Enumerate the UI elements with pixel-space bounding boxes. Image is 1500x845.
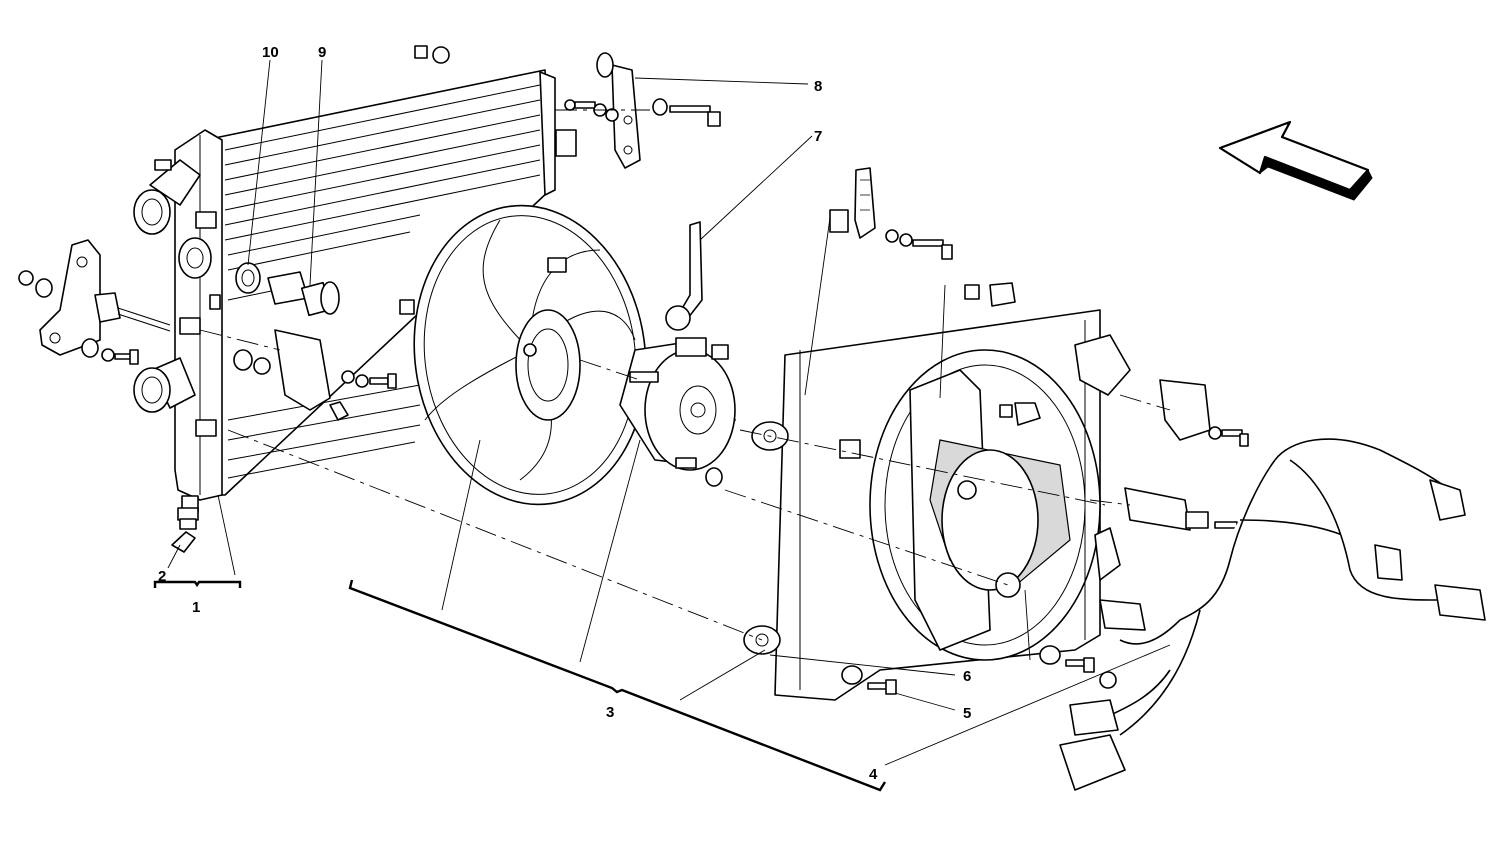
assembly-guide-lines <box>199 109 1171 641</box>
wiring-harness <box>1059 438 1486 791</box>
group-bracket-1 <box>153 580 242 588</box>
shroud-clips <box>964 282 1016 307</box>
motor-bracket <box>665 221 703 331</box>
left-mounting-bracket <box>18 239 171 365</box>
temperature-switch <box>267 271 340 317</box>
top-grommet <box>414 45 450 64</box>
callout-7: 7 <box>814 128 822 145</box>
callout-3: 3 <box>606 704 614 721</box>
callout-10: 10 <box>262 44 279 61</box>
callout-9: 9 <box>318 44 326 61</box>
callout-6: 6 <box>963 668 971 685</box>
fan-blade <box>399 204 647 506</box>
seal-washer <box>235 262 261 294</box>
radiator-side-bracket <box>233 329 397 421</box>
group-bracket-3 <box>348 579 887 792</box>
shroud-upper-mount <box>829 167 953 260</box>
top-right-bracket <box>564 52 721 169</box>
callout-4: 4 <box>869 766 878 783</box>
leader-lines <box>167 59 1171 766</box>
callout-5: 5 <box>963 705 971 722</box>
lower-hose-neck <box>133 357 196 413</box>
fan-motor <box>619 337 736 487</box>
resistor-module <box>1159 379 1249 447</box>
drain-plug <box>171 507 199 553</box>
shroud-connector <box>1124 487 1238 531</box>
callout-8: 8 <box>814 78 822 95</box>
callout-2: 2 <box>158 568 166 585</box>
forward-direction-arrow-icon <box>1218 120 1373 201</box>
shroud-fasteners <box>841 645 1095 695</box>
upper-hose-neck <box>133 159 201 235</box>
callout-1: 1 <box>192 599 200 616</box>
fan-shroud <box>743 309 1131 701</box>
